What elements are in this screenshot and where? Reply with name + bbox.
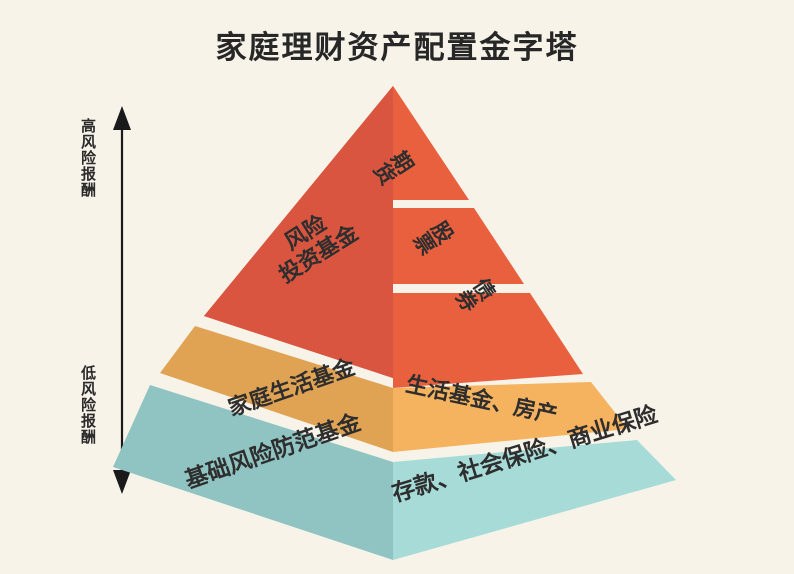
level-1-right-band-stocks[interactable] bbox=[393, 208, 524, 284]
level-3-left-face[interactable] bbox=[113, 385, 393, 560]
risk-axis: 高风险报酬 低风险报酬 bbox=[60, 100, 150, 500]
level-1-right-band-futures-ext bbox=[393, 86, 469, 200]
level-1-right-band-bonds[interactable] bbox=[393, 293, 583, 388]
level-2-left-face[interactable] bbox=[160, 326, 393, 452]
level-2-right-face[interactable] bbox=[393, 382, 628, 452]
level-1-left-face-fill bbox=[204, 86, 393, 378]
axis-label-high-risk: 高风险报酬 bbox=[79, 118, 96, 198]
level-3-right-face[interactable] bbox=[393, 440, 676, 560]
risk-axis-arrow bbox=[113, 106, 131, 494]
page-title: 家庭理财资产配置金字塔 bbox=[215, 30, 579, 65]
axis-label-low-risk: 低风险报酬 bbox=[79, 365, 96, 445]
